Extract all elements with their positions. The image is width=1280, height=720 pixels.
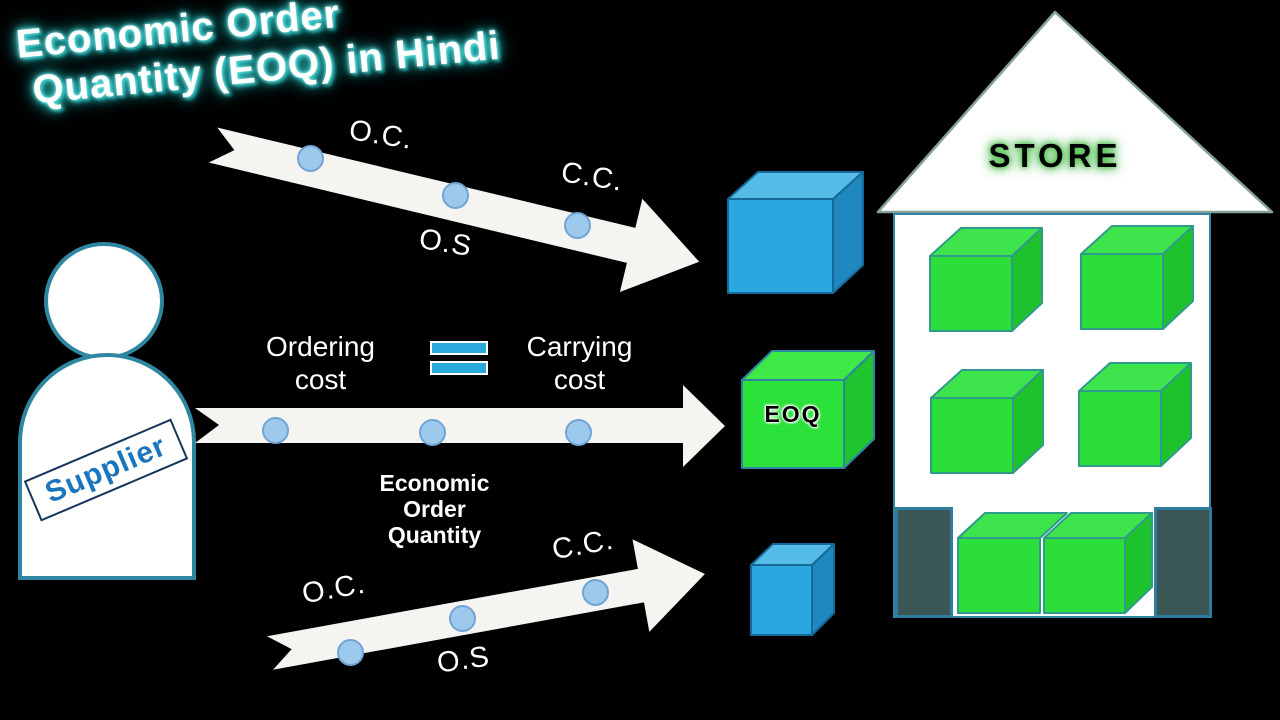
carrying-cost-label: Carrying cost — [497, 330, 662, 396]
top-arrow-os-label: O.S — [416, 223, 475, 263]
supplier-head — [44, 242, 164, 360]
bottom-arrow-shape — [266, 539, 705, 670]
carrying-cost-line-2: cost — [553, 364, 606, 395]
carrying-cost-line-1: Carrying — [526, 331, 633, 362]
top-arrow-shape — [208, 127, 700, 293]
store-label: STORE — [988, 137, 1122, 174]
order-dot-icon — [419, 419, 446, 446]
eoq-caption: Economic Order Quantity — [352, 470, 517, 548]
order-dot-icon — [565, 419, 592, 446]
supplier-body — [18, 353, 196, 580]
order-dot-icon — [442, 182, 469, 209]
store-pillar-left — [895, 507, 953, 618]
store-cube — [930, 369, 1044, 474]
order-dot-icon — [337, 639, 364, 666]
page-title: Economic Order Quantity (EOQ) in Hindi — [14, 0, 502, 116]
store-roof — [876, 10, 1274, 214]
eoq-cube — [741, 350, 875, 469]
order-dot-icon — [262, 417, 289, 444]
store-roof-shape — [876, 10, 1274, 214]
store-cube-front-face — [957, 537, 1041, 614]
store-cube — [929, 227, 1043, 332]
blue-cube-small-front-face — [750, 564, 813, 636]
equals-bar-top — [430, 341, 488, 355]
order-dot-icon — [449, 605, 476, 632]
ordering-cost-line-2: cost — [294, 364, 347, 395]
blue-cube-large-front-face — [727, 198, 834, 294]
ordering-cost-line-1: Ordering — [266, 331, 375, 362]
store-cube-front-face — [1078, 390, 1162, 467]
equals-icon — [430, 341, 488, 375]
blue-cube-large — [727, 171, 864, 294]
store-cube-front-face — [1080, 253, 1164, 330]
store-cube — [1080, 225, 1194, 330]
store-bottom-cubes — [957, 512, 1153, 614]
store-cube-front-face — [929, 255, 1013, 332]
order-dot-icon — [582, 579, 609, 606]
equals-bar-bottom — [430, 361, 488, 375]
blue-cube-small — [750, 543, 835, 636]
middle-arrow — [195, 385, 725, 467]
middle-arrow-shape — [195, 385, 725, 467]
eoq-cube-label: EOQ — [764, 401, 822, 427]
eoq-caption-line-2: Order — [403, 496, 466, 522]
eoq-caption-line-3: Quantity — [387, 522, 482, 548]
order-dot-icon — [297, 145, 324, 172]
eoq-cube-front-face — [741, 379, 845, 469]
bottom-arrow — [266, 539, 705, 670]
store-cube-front-face — [1043, 537, 1126, 614]
bottom-arrow-os-label: O.S — [434, 640, 492, 680]
store-pillar-right — [1154, 507, 1212, 618]
top-arrow — [208, 127, 700, 293]
ordering-cost-label: Ordering cost — [238, 330, 403, 396]
store-cube-front-face — [930, 397, 1014, 474]
store-cube — [1078, 362, 1192, 467]
eoq-caption-line-1: Economic — [379, 470, 490, 496]
order-dot-icon — [564, 212, 591, 239]
